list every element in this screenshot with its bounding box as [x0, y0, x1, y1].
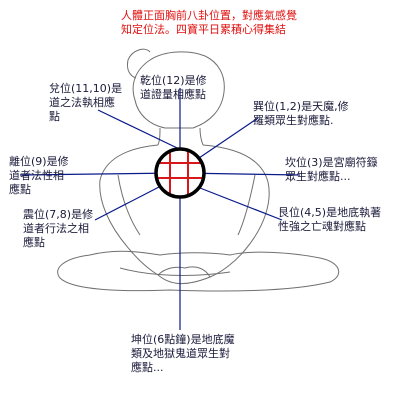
pointer-line-xun [198, 117, 259, 159]
left-shoulder-arm [99, 144, 159, 276]
label-zhen-line-2: 道者行法之相 [23, 222, 89, 235]
pointer-line-zhen [94, 186, 160, 221]
diagram-title-line-1: 人體正面胸前八卦位置，對應氣感覺 [121, 9, 297, 22]
label-qian-line-1: 乾位(12)是修 [140, 74, 207, 87]
right-torso [237, 174, 256, 236]
label-kan-line-1: 坎位(3)是宮廟符籙 [285, 156, 378, 169]
label-li-line-1: 離位(9)是修 [9, 155, 69, 168]
label-gen-line-2: 性強之亡魂對應點 [278, 220, 366, 233]
label-dui-line-1: 兌位(11,10)是 [49, 82, 123, 95]
label-kan-line-2: 眾生對應點... [285, 170, 351, 183]
label-zhen-line-3: 應點 [23, 236, 45, 249]
hands [157, 266, 211, 284]
legs-inner [119, 267, 231, 276]
label-li-line-2: 道者法性相 [9, 169, 64, 182]
diagram-title-line-2: 知定位法。四寶平日累積心得集結 [121, 23, 286, 36]
head-outline [132, 51, 225, 129]
neck-outline [157, 127, 204, 146]
hair-outline [127, 48, 151, 79]
center-ring [154, 147, 206, 199]
label-xun-line-1: 巽位(1,2)是天魔,修 [253, 100, 349, 113]
legs-outline [57, 250, 340, 292]
label-dui-line-3: 點 [49, 110, 60, 123]
label-gen-line-1: 艮位(4,5)是地底執著 [278, 206, 382, 219]
pointer-line-li [19, 172, 181, 176]
left-torso [117, 174, 141, 236]
center-marker [154, 147, 206, 199]
label-kun-line-3: 應點... [131, 361, 164, 374]
label-li-line-3: 應點 [9, 183, 31, 196]
label-kun-line-1: 坤位(6點鐘)是地底魔 [131, 333, 235, 346]
label-xun-line-2: 羅類眾生對應點. [253, 114, 334, 127]
label-kun-line-2: 類及地獄鬼道眾生對 [131, 347, 230, 360]
center-disc [156, 149, 204, 197]
label-dui-line-2: 道之法執相應 [49, 96, 115, 109]
label-qian-line-2: 道證量相應點 [140, 88, 206, 101]
right-shoulder-arm [202, 144, 270, 278]
pointer-line-gen [199, 187, 283, 221]
label-zhen-line-1: 震位(7,8)是修 [23, 208, 94, 221]
center-grid [157, 151, 203, 195]
